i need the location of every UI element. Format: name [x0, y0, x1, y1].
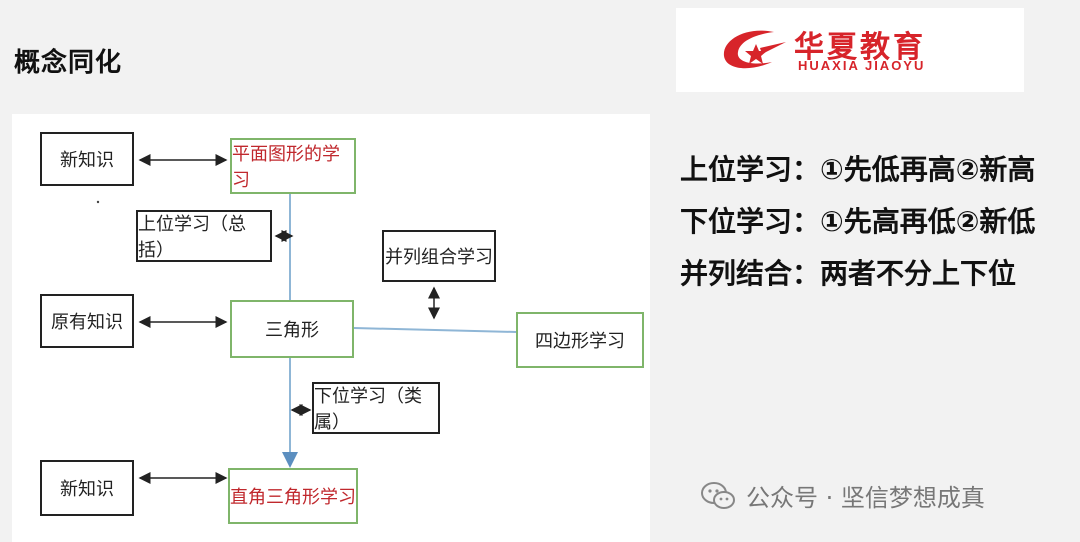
note-parallel: 并列结合：两者不分上下位: [680, 257, 1017, 290]
link-triangle-to-quadrilateral: [353, 327, 517, 333]
logo-chinese-text: 华夏教育: [794, 30, 926, 65]
watermark-text: 公众号 · 坚信梦想成真: [746, 484, 985, 512]
superordinate-learning-box: 上位学习（总括）: [136, 210, 272, 262]
diagram-connectors: [96, 154, 517, 484]
prior-knowledge-box: 原有知识: [40, 294, 134, 348]
new-knowledge-box-bottom: 新知识: [40, 460, 134, 516]
logo: 华夏教育 HUAXIA JIAOYU: [676, 8, 1024, 92]
quadrilateral-box: 四边形学习: [516, 312, 644, 368]
parallel-combination-box: 并列组合学习: [382, 230, 496, 282]
note-superordinate: 上位学习：①先低再高②新高: [680, 153, 1036, 186]
plane-figure-box: 平面图形的学习: [230, 138, 356, 194]
page-title: 概念同化: [14, 48, 123, 78]
subordinate-learning-box: 下位学习（类属）: [312, 382, 440, 434]
triangle-box: 三角形: [230, 300, 354, 358]
concept-diagram: 新知识 平面图形的学习 上位学习（总括） 并列组合学习 原有知识 三角形 四边形…: [12, 114, 650, 542]
right-triangle-box: 直角三角形学习: [228, 468, 358, 524]
wechat-icon: [701, 481, 735, 509]
watermark: 公众号 · 坚信梦想成真: [700, 478, 985, 513]
new-knowledge-box-top: 新知识: [40, 132, 134, 186]
note-subordinate: 下位学习：①先高再低②新低: [680, 205, 1036, 238]
logo-english-text: HUAXIA JIAOYU: [798, 58, 926, 73]
huaxia-logo-icon: [723, 30, 786, 69]
